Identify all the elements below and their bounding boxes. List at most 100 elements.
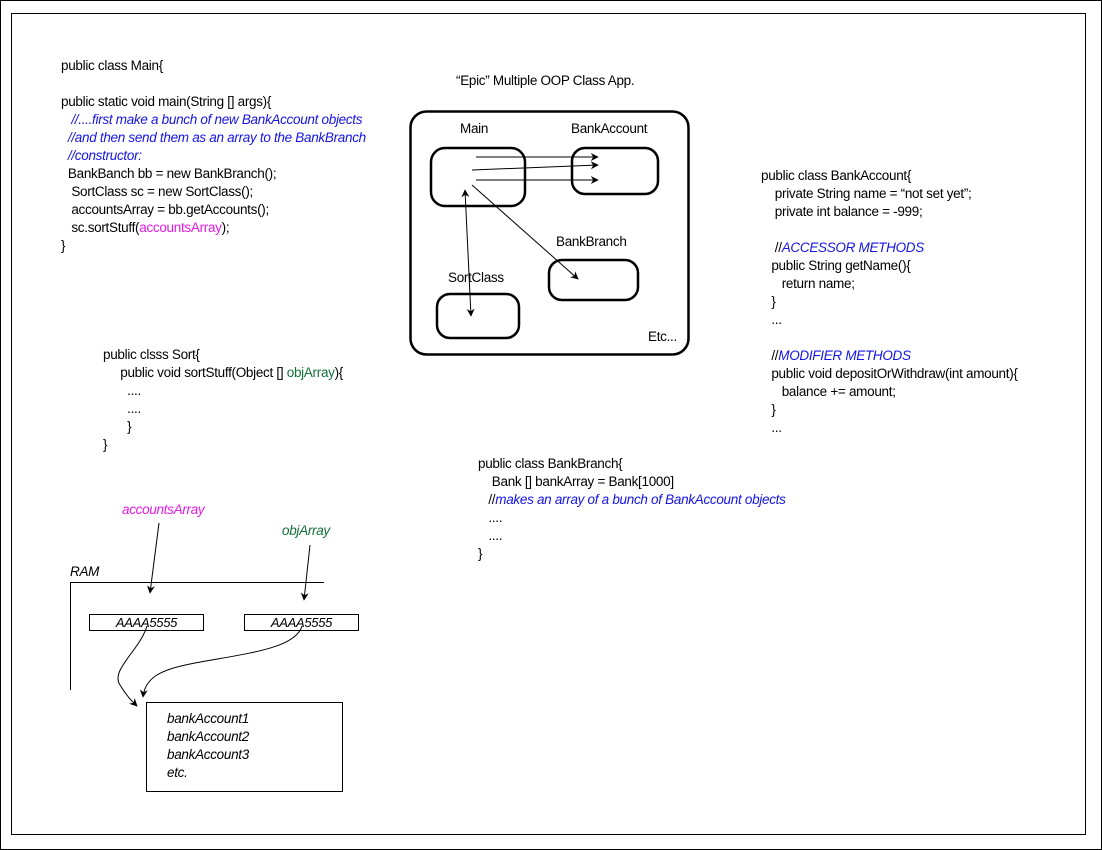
code-line: //MODIFIER METHODS — [761, 347, 1018, 365]
code-line: } — [761, 401, 1018, 419]
address-cell-2: AAAA5555 — [244, 614, 359, 631]
code-text: public class Main{ — [61, 58, 163, 73]
bank-account-objects-box: bankAccount1 bankAccount2 bankAccount3 e… — [146, 702, 343, 792]
code-line: public void sortStuff(Object [] objArray… — [103, 364, 343, 382]
code-text: accountsArray = bb.getAccounts(); — [61, 202, 269, 217]
code-text: .... — [103, 383, 141, 398]
main-node-box — [429, 146, 527, 208]
code-text: public static void main(String [] args){ — [61, 94, 272, 109]
code-line: private int balance = -999; — [761, 203, 1018, 221]
code-text: .... — [478, 510, 503, 525]
code-line: } — [103, 436, 343, 454]
code-text: // — [478, 492, 496, 507]
bankbranch-class-code: public class BankBranch{ Bank [] bankArr… — [478, 455, 786, 563]
code-line: accountsArray = bb.getAccounts(); — [61, 201, 366, 219]
code-text: .... — [103, 401, 141, 416]
code-line: ... — [761, 311, 1018, 329]
arrow-main-to-bankbranch — [471, 184, 579, 280]
code-text: } — [103, 437, 108, 452]
sortclass-node-box — [435, 292, 521, 340]
code-line: //constructor: — [61, 147, 366, 165]
code-text: ... — [761, 420, 782, 435]
code-text: } — [478, 546, 483, 561]
code-line: public class BankAccount{ — [761, 167, 1018, 185]
code-comment: ACCESSOR METHODS — [781, 240, 925, 255]
code-comment: //constructor: — [61, 148, 142, 163]
arrow-accountsarray-ref — [146, 522, 160, 594]
code-text: public String getName(){ — [761, 258, 911, 273]
code-line: .... — [478, 509, 786, 527]
code-text: BankBanch bb = new BankBranch(); — [61, 166, 277, 181]
code-text: .... — [478, 528, 503, 543]
code-text: public clsss Sort{ — [103, 347, 200, 362]
ref-label-obj-array: objArray — [282, 523, 330, 538]
arrow-main-to-bankaccount-2 — [471, 161, 599, 171]
code-line: SortClass sc = new SortClass(); — [61, 183, 366, 201]
code-text: } — [103, 419, 132, 434]
sort-class-code: public clsss Sort{ public void sortStuff… — [103, 346, 343, 454]
main-class-code: public class Main{ public static void mai… — [61, 57, 366, 255]
code-comment: //and then send them as an array to the … — [61, 130, 366, 145]
bankaccount-node-box — [570, 146, 660, 196]
code-text: return name; — [761, 276, 855, 291]
object-item: bankAccount2 — [167, 729, 249, 744]
code-line: } — [61, 237, 366, 255]
code-text: public void sortStuff(Object [] — [103, 365, 287, 380]
highlighted-identifier: objArray — [286, 365, 335, 380]
ram-boundary — [70, 582, 324, 690]
bankbranch-node-box — [547, 258, 640, 302]
code-text: ); — [221, 220, 230, 235]
code-text: // — [761, 348, 779, 363]
code-line: return name; — [761, 275, 1018, 293]
code-text: public class BankAccount{ — [761, 168, 912, 183]
arrow-objarray-ref — [300, 544, 311, 601]
code-text: } — [61, 238, 66, 253]
code-line: ... — [761, 419, 1018, 437]
arrow-main-sortclass — [461, 189, 475, 317]
code-line: BankBanch bb = new BankBranch(); — [61, 165, 366, 183]
node-label-bankbranch: BankBranch — [556, 234, 627, 249]
node-label-bankaccount: BankAccount — [571, 121, 648, 136]
highlighted-identifier: accountsArray — [139, 220, 222, 235]
code-line: //makes an array of a bunch of BankAccou… — [478, 491, 786, 509]
code-text: sc.sortStuff( — [61, 220, 140, 235]
code-line: public static void main(String [] args){ — [61, 93, 366, 111]
code-line: .... — [478, 527, 786, 545]
ref-label-accounts-array: accountsArray — [122, 502, 205, 517]
code-comment: MODIFIER METHODS — [778, 348, 911, 363]
code-text: ){ — [334, 365, 344, 380]
code-line: public class BankBranch{ — [478, 455, 786, 473]
code-line: sc.sortStuff(accountsArray); — [61, 219, 366, 237]
diagram-title: “Epic” Multiple OOP Class App. — [456, 73, 635, 88]
object-item: bankAccount1 — [167, 711, 249, 726]
code-comment: makes an array of a bunch of BankAccount… — [495, 492, 786, 507]
code-line: //....first make a bunch of new BankAcco… — [61, 111, 366, 129]
code-text: ... — [761, 312, 782, 327]
ram-label: RAM — [70, 564, 100, 579]
diagram-etc-label: Etc... — [648, 329, 677, 344]
code-line: } — [761, 293, 1018, 311]
app-container-box — [409, 110, 690, 356]
code-line: public String getName(){ — [761, 257, 1018, 275]
address-cell-1: AAAA5555 — [89, 614, 204, 631]
code-line: public void depositOrWithdraw(int amount… — [761, 365, 1018, 383]
code-line: public class Main{ — [61, 57, 366, 75]
code-line: public clsss Sort{ — [103, 346, 343, 364]
code-line: //and then send them as an array to the … — [61, 129, 366, 147]
code-text: } — [761, 294, 776, 309]
code-line: } — [103, 418, 343, 436]
code-text: Bank [] bankArray = Bank[1000] — [478, 474, 674, 489]
inner-frame — [11, 13, 1086, 835]
code-line: .... — [103, 400, 343, 418]
code-text: public void depositOrWithdraw(int amount… — [761, 366, 1018, 381]
code-text: private int balance = -999; — [761, 204, 923, 219]
code-line: .... — [103, 382, 343, 400]
bankaccount-class-code: public class BankAccount{ private String… — [761, 167, 1018, 437]
code-text: public class BankBranch{ — [478, 456, 623, 471]
code-text: } — [761, 402, 776, 417]
code-text: // — [761, 240, 782, 255]
code-line: Bank [] bankArray = Bank[1000] — [478, 473, 786, 491]
pointer-curve-2 — [139, 625, 303, 698]
code-line: } — [478, 545, 786, 563]
